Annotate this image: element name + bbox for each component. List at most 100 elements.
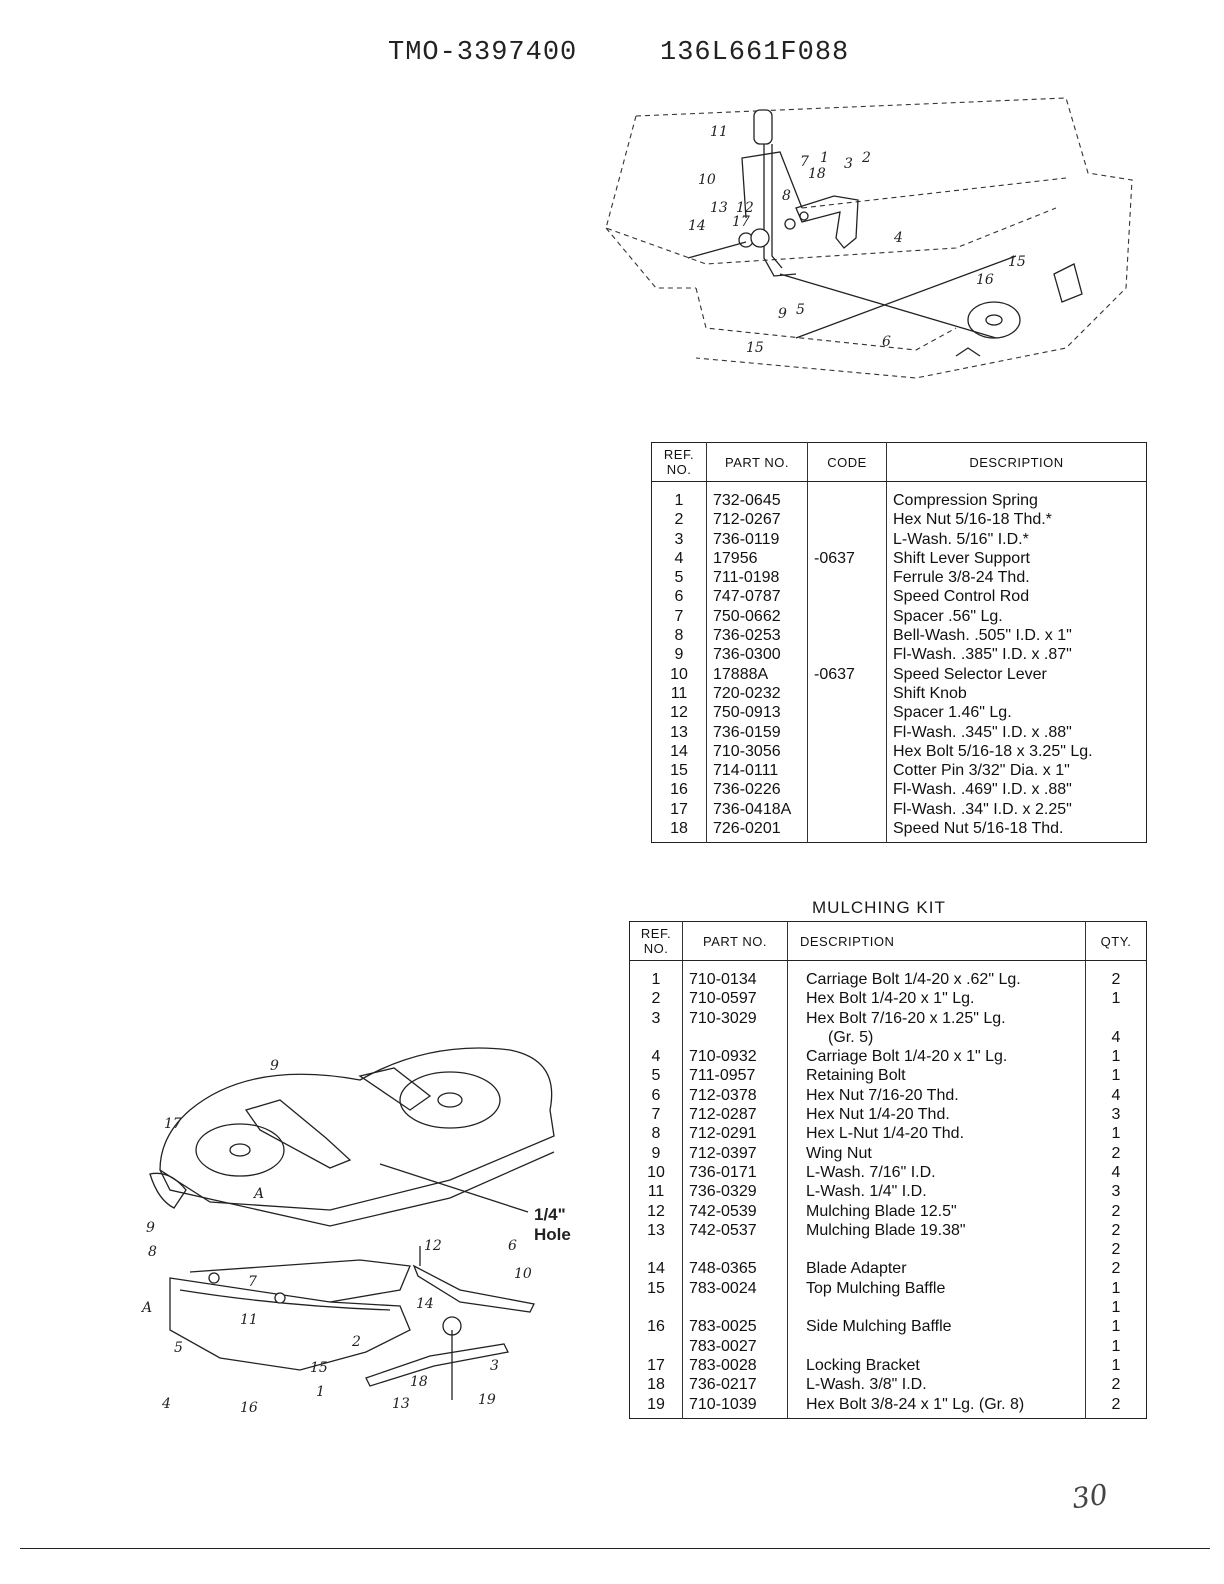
callout-13: 13 [392,1396,410,1412]
ref-cell: 4 [651,1048,661,1066]
shift-lever-diagram: 11 10 7 18 1 3 2 8 13 12 17 14 4 16 15 9… [605,97,1133,379]
qty-cell: 2 [1085,1201,1147,1221]
qty-cell: 3 [1085,1105,1147,1125]
callout-2: 2 [351,1334,361,1350]
part-no-cell: 748-0365 [682,1259,788,1279]
callout-17: 17 [164,1116,182,1132]
description-text: Hex Nut 7/16-20 Thd. [806,1086,959,1104]
code-cell [807,645,887,665]
part-no-cell: 750-0913 [706,703,808,723]
description-text: Top Mulching Baffle [806,1279,946,1297]
description-cell: Side Mulching Baffle [787,1317,1086,1337]
description-text: L-Wash. 7/16" I.D. [806,1163,936,1181]
part-no-cell: 732-0645 [706,481,808,511]
part-no-cell: 736-0159 [706,722,808,742]
description-cell: Fl-Wash. .345" I.D. x .88" [886,722,1147,742]
ref-cell: 8 [651,1125,661,1143]
description-cell: Hex L-Nut 1/4-20 Thd. [787,1124,1086,1144]
code-cell [807,722,887,742]
ref-cell: 13 [647,1221,665,1239]
description-cell: Fl-Wash. .34" I.D. x 2.25" [886,799,1147,820]
description-text: L-Wash. 1/4" I.D. [806,1183,927,1201]
code-cell [807,683,887,704]
ref-cell: 14 [647,1260,665,1278]
code-cell [807,819,887,843]
code-cell [807,703,887,723]
ref-cell [630,1298,683,1317]
callout-11: 11 [710,124,728,140]
description-cell: Spacer .56" Lg. [886,606,1147,627]
part-no-cell: 710-3029 [682,1008,788,1048]
ref-cell: 7 [674,607,684,625]
ref-cell: 10 [647,1163,665,1181]
callout-8: 8 [148,1244,157,1260]
ref-cell: 2 [651,990,661,1008]
description-cell [787,1336,1086,1356]
description-text: Carriage Bolt 1/4-20 x .62" Lg. [806,971,1021,988]
callout-4: 4 [161,1396,171,1412]
ref-cell: 11 [670,684,688,702]
part-no-cell: 742-0539 [682,1201,788,1221]
ref-cell: 8 [674,627,684,645]
ref-cell: 5 [674,569,684,587]
ref-cell: 11 [647,1183,665,1201]
part-no-cell: 710-1039 [682,1394,788,1419]
description-text: Blade Adapter [806,1260,907,1278]
table-row: 14 748-0365 Blade Adapter 2 [630,1259,1147,1279]
part-no-cell: 736-0253 [706,626,808,646]
code-cell [807,481,887,511]
ref-cell: 9 [651,1144,661,1162]
ref-cell: 1 [651,971,661,988]
callout-12: 12 [736,200,754,216]
shift-knob-shape [753,109,773,145]
description-text: Hex Bolt 1/4-20 x 1" Lg. [806,990,975,1008]
qty-cell: 1 [1085,989,1147,1009]
ref-cell: 16 [647,1318,665,1336]
description-text: Side Mulching Baffle [806,1318,952,1336]
callout-3: 3 [490,1358,499,1374]
part-no-cell: 712-0378 [682,1085,788,1106]
callout-10: 10 [698,172,716,188]
document-code-left: TMO-3397400 [388,38,578,68]
col-part-no: PART NO. [706,442,808,482]
part-no-cell: 736-0329 [682,1182,788,1202]
part-no-cell: 712-0267 [706,510,808,530]
part-no-cell: 736-0300 [706,645,808,665]
description-text: Locking Bracket [806,1356,920,1374]
description-cell: Bell-Wash. .505" I.D. x 1" [886,626,1147,646]
ref-cell: 17 [647,1356,665,1374]
description-text: L-Wash. 3/8" I.D. [806,1376,927,1394]
qty-cell: 1 [1085,1336,1147,1356]
col-code: CODE [807,442,887,482]
callout-11: 11 [240,1312,258,1328]
part-no-cell: 17888A [706,664,808,684]
qty-cell: 2 [1085,1259,1147,1279]
part-no-cell: 720-0232 [706,683,808,704]
col-description: DESCRIPTION [886,442,1147,482]
part-no-cell [682,1298,788,1318]
callout-14: 14 [416,1296,434,1312]
code-cell [807,626,887,646]
description-cell: L-Wash. 7/16" I.D. [787,1162,1086,1183]
ref-cell: 15 [647,1279,665,1297]
qty-cell: 1 [1085,1355,1147,1376]
mulching-kit-title: MULCHING KIT [812,898,946,917]
description-cell: Shift Lever Support [886,548,1147,569]
description-cell: Hex Bolt 7/16-20 x 1.25" Lg.(Gr. 5) [787,1008,1086,1048]
